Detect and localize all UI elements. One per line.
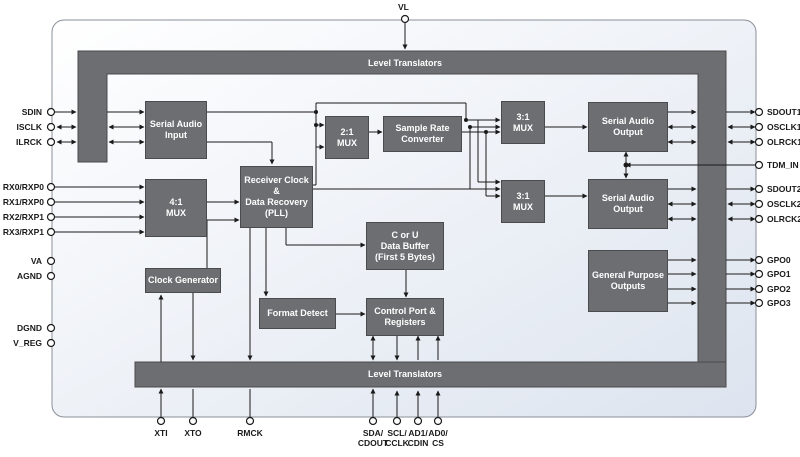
- pin-agnd: AGND: [16, 271, 42, 281]
- pin-vl: VL: [398, 2, 409, 12]
- pin-scl-cclk: SCL/ CCLK: [385, 428, 409, 448]
- pin-rx2: RX2/RXP1: [2, 212, 44, 222]
- pin-gpo1: GPO1: [767, 269, 791, 279]
- serial-audio-output-1-block: Serial Audio Output: [588, 102, 668, 152]
- sample-rate-converter-block: Sample Rate Converter: [383, 116, 462, 152]
- mux-3-1-top-block: 3:1 MUX: [501, 101, 545, 144]
- control-port-registers-block: Control Port & Registers: [366, 298, 444, 336]
- pin-dgnd: DGND: [16, 323, 42, 333]
- pin-gpo3: GPO3: [767, 298, 791, 308]
- level-translators-top-label: Level Translators: [367, 58, 443, 68]
- pin-xto: XTO: [184, 428, 202, 438]
- pin-gpo0: GPO0: [767, 255, 791, 265]
- serial-audio-input-block: Serial Audio Input: [145, 101, 207, 159]
- pin-ilrck: ILRCK: [16, 137, 42, 147]
- pin-ad1-cdin: AD1/ CDIN: [407, 428, 429, 448]
- serial-audio-output-2-block: Serial Audio Output: [588, 179, 668, 229]
- clock-generator-block: Clock Generator: [145, 268, 221, 293]
- pin-osclk1: OSCLK1: [767, 122, 800, 132]
- pin-sdout1: SDOUT1: [767, 107, 800, 117]
- mux-3-1-bottom-block: 3:1 MUX: [501, 180, 545, 223]
- junction-dots: [314, 110, 629, 168]
- pin-rx3: RX3/RXP1: [2, 227, 44, 237]
- pin-osclk2: OSCLK2: [767, 199, 800, 209]
- pin-ad0-cs: AD0/ CS: [428, 428, 448, 448]
- pin-olrck2: OLRCK2: [767, 214, 800, 224]
- pin-rmck: RMCK: [237, 428, 263, 438]
- level-translator-frame: [77, 50, 727, 388]
- pin-isclk: ISCLK: [16, 122, 43, 132]
- pin-xti: XTI: [154, 428, 168, 438]
- level-translators-bottom-label: Level Translators: [367, 369, 443, 379]
- c-or-u-data-buffer-block: C or U Data Buffer (First 5 Bytes): [366, 222, 444, 270]
- pin-olrck1: OLRCK1: [767, 137, 800, 147]
- mux-2-1-block: 2:1 MUX: [325, 116, 369, 159]
- pin-circles: [46, 14, 764, 426]
- mux-4-1-block: 4:1 MUX: [145, 179, 207, 237]
- general-purpose-outputs-block: General Purpose Outputs: [588, 250, 668, 312]
- pin-v-reg: V_REG: [13, 338, 42, 348]
- format-detect-block: Format Detect: [259, 298, 336, 329]
- pin-rx1: RX1/RXP0: [2, 197, 44, 207]
- pin-tdm-in: TDM_IN: [767, 160, 799, 170]
- pin-sdout2: SDOUT2: [767, 184, 800, 194]
- pin-gpo2: GPO2: [767, 284, 791, 294]
- receiver-clock-pll-block: Receiver Clock & Data Recovery (PLL): [240, 166, 313, 228]
- pin-va: VA: [30, 256, 42, 266]
- pin-sdin: SDIN: [21, 107, 42, 117]
- pin-sda-cdout: SDA/ CDOUT: [357, 428, 389, 448]
- pin-rx0: RX0/RXP0: [2, 182, 44, 192]
